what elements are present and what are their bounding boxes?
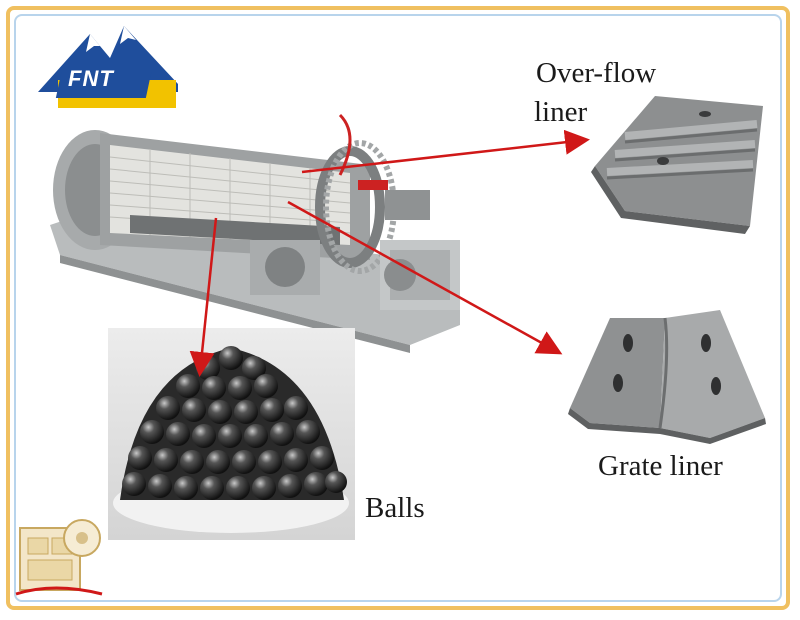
balls-label: Balls [365,492,425,524]
mountain-logo-icon [38,26,178,108]
jaw-crusher-decoration-icon [15,519,103,596]
overflow-liner-label-line2: liner [534,96,588,128]
balls-drawing [113,346,349,533]
grate-liner-photo [568,310,766,444]
overflow-liner-photo [591,96,763,234]
grinding-balls-photo [108,328,355,540]
grate-liner-label: Grate liner [598,450,723,482]
ball-mill-illustration [50,113,460,353]
logo-text: FNT [68,66,114,91]
overflow-liner-label-line1: Over-flow [536,57,657,89]
